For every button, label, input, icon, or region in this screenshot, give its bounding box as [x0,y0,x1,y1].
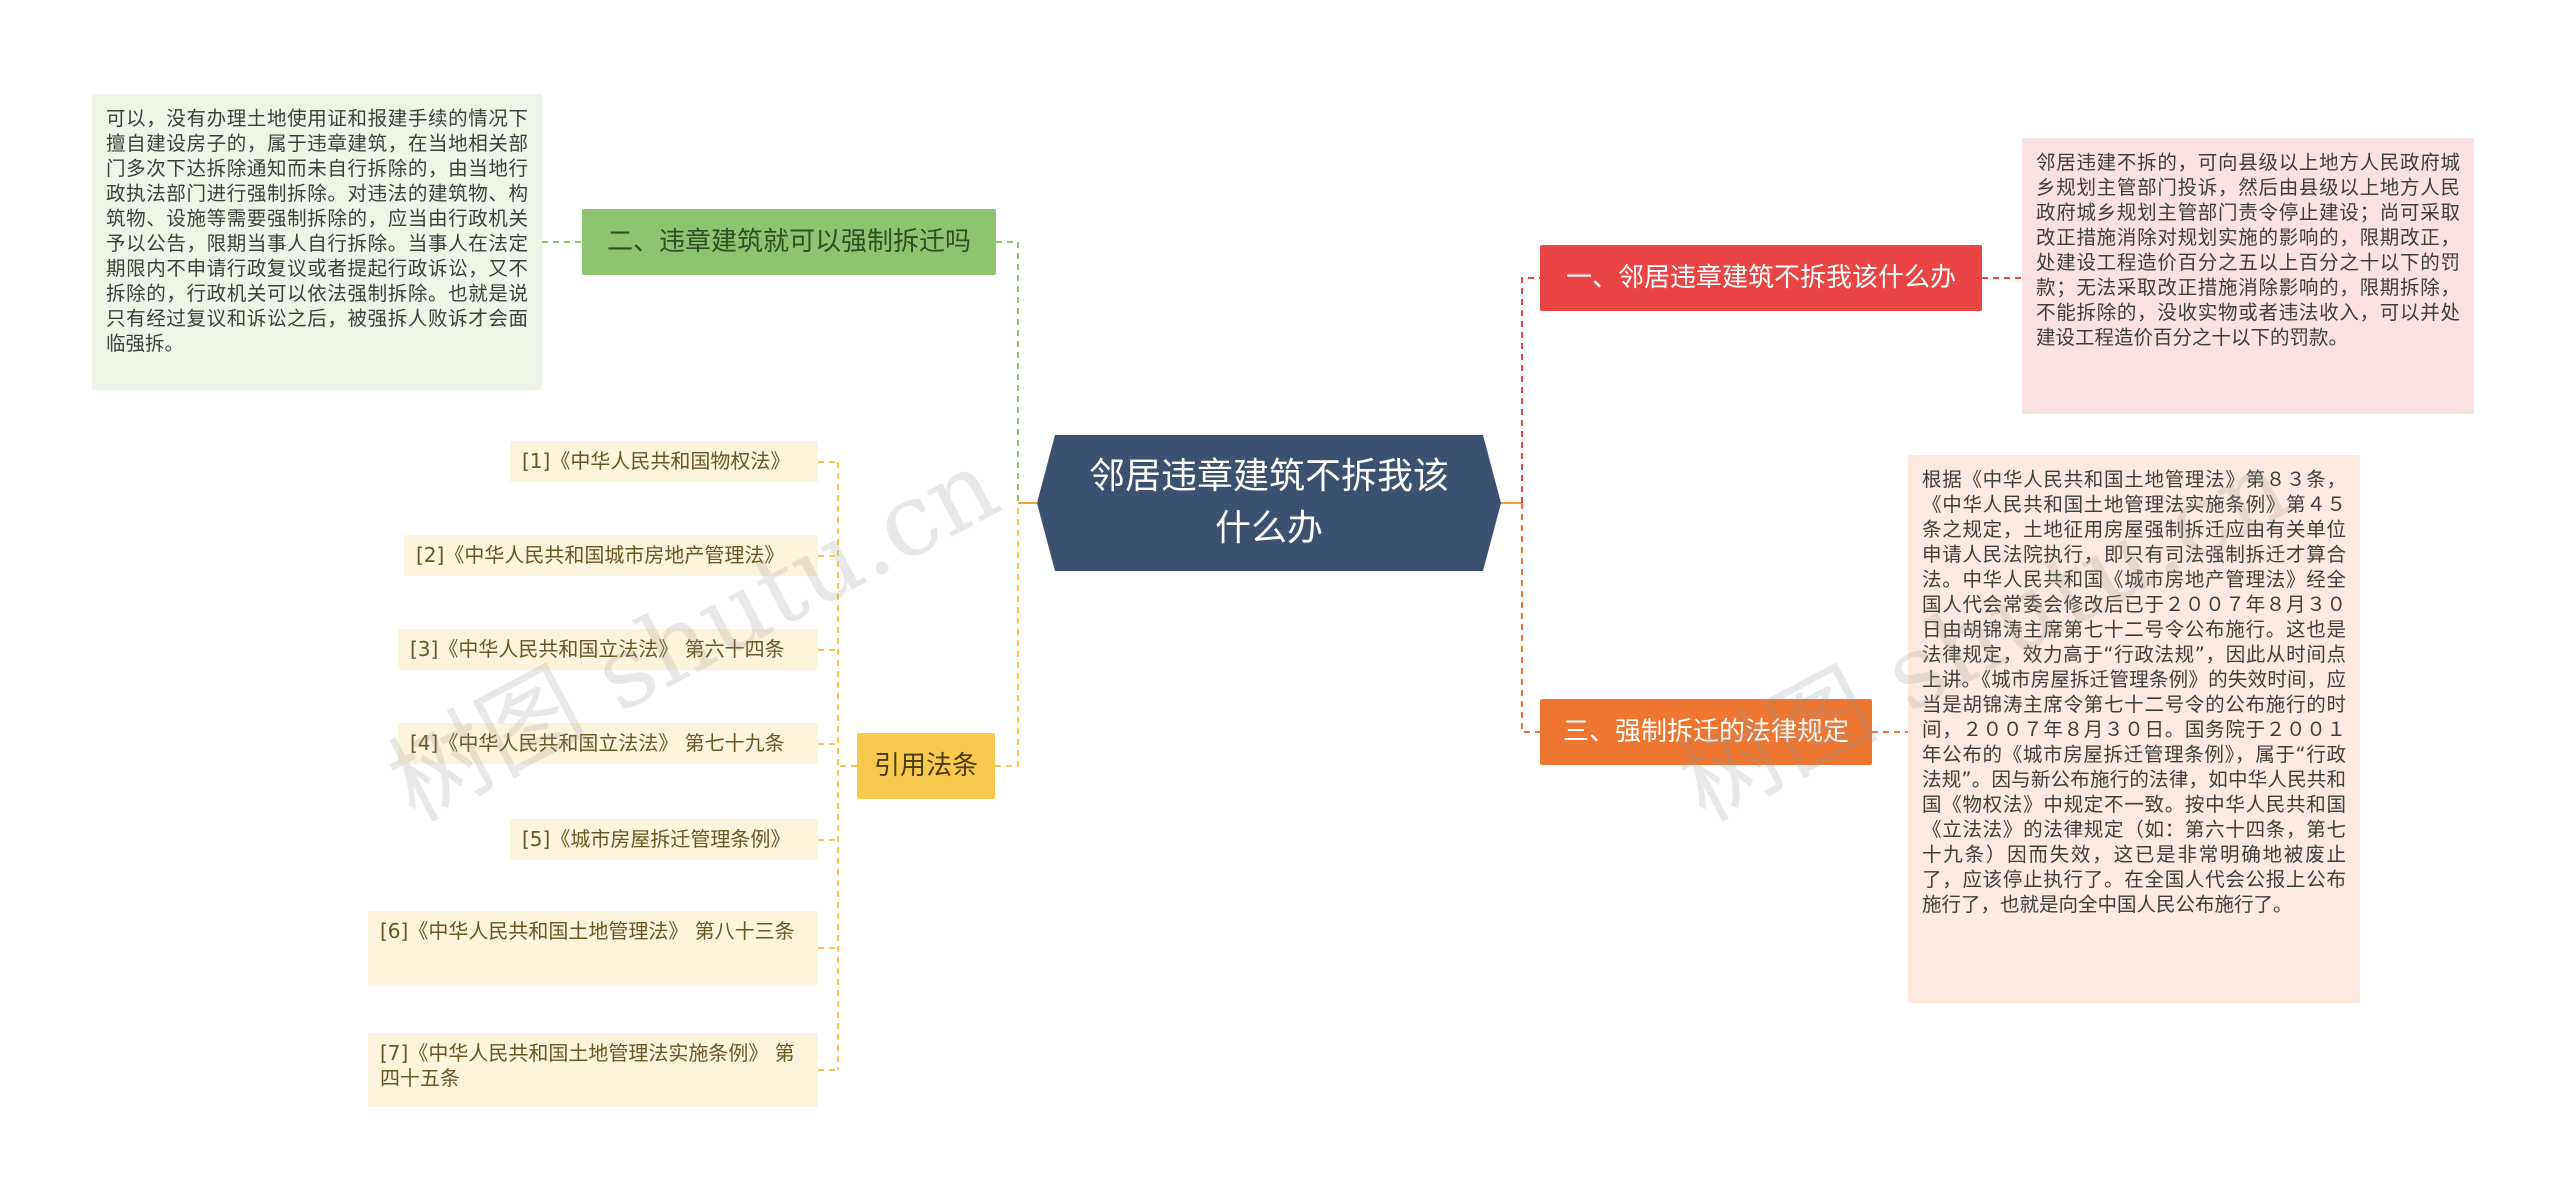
branch-label: 引用法条 [873,751,978,781]
ref-label: [6]《中华人民共和国土地管理法》 第八十三条 [380,919,795,943]
detail-text: 可以，没有办理土地使用证和报建手续的情况下擅自建设房子的，属于违章建筑，在当地相… [106,107,528,355]
branch-what-to-do[interactable]: 一、邻居违章建筑不拆我该什么办 [1540,245,1982,311]
ref-label: [2]《中华人民共和国城市房地产管理法》 [416,543,785,567]
branch-forced-demolition-question[interactable]: 二、违章建筑就可以强制拆迁吗 [582,209,996,275]
detail-what-to-do: 邻居违建不拆的，可向县级以上地方人民政府城乡规划主管部门投诉，然后由县级以上地方… [2022,138,2474,414]
ref-item[interactable]: [3]《中华人民共和国立法法》 第六十四条 [398,629,818,670]
ref-item[interactable]: [5]《城市房屋拆迁管理条例》 [510,819,818,860]
branch-label: 三、强制拆迁的法律规定 [1562,717,1849,747]
ref-label: [3]《中华人民共和国立法法》 第六十四条 [410,637,785,661]
detail-text: 邻居违建不拆的，可向县级以上地方人民政府城乡规划主管部门投诉，然后由县级以上地方… [2036,151,2460,349]
ref-label: [1]《中华人民共和国物权法》 [522,449,791,473]
branch-label: 一、邻居违章建筑不拆我该什么办 [1565,263,1956,293]
detail-text: 根据《中华人民共和国土地管理法》第８３条，《中华人民共和国土地管理法实施条例》第… [1922,468,2346,916]
ref-item[interactable]: [6]《中华人民共和国土地管理法》 第八十三条 [368,911,818,985]
ref-label: [7]《中华人民共和国土地管理法实施条例》 第四十五条 [380,1041,795,1090]
ref-item[interactable]: [4]《中华人民共和国立法法》 第七十九条 [398,723,818,764]
ref-label: [4]《中华人民共和国立法法》 第七十九条 [410,731,785,755]
ref-item[interactable]: [7]《中华人民共和国土地管理法实施条例》 第四十五条 [368,1033,818,1107]
branch-label: 二、违章建筑就可以强制拆迁吗 [606,227,971,257]
branch-legal-provisions[interactable]: 三、强制拆迁的法律规定 [1540,699,1872,765]
ref-item[interactable]: [1]《中华人民共和国物权法》 [510,441,818,482]
root-topic-label: 邻居违章建筑不拆我该什么办 [1088,456,1449,549]
detail-forced-demolition-question: 可以，没有办理土地使用证和报建手续的情况下擅自建设房子的，属于违章建筑，在当地相… [92,94,542,390]
ref-item[interactable]: [2]《中华人民共和国城市房地产管理法》 [404,535,818,576]
branch-cited-laws[interactable]: 引用法条 [857,733,995,799]
ref-label: [5]《城市房屋拆迁管理条例》 [522,827,791,851]
detail-legal-provisions: 根据《中华人民共和国土地管理法》第８３条，《中华人民共和国土地管理法实施条例》第… [1908,455,2360,1003]
root-topic[interactable]: 邻居违章建筑不拆我该什么办 [1037,435,1501,571]
